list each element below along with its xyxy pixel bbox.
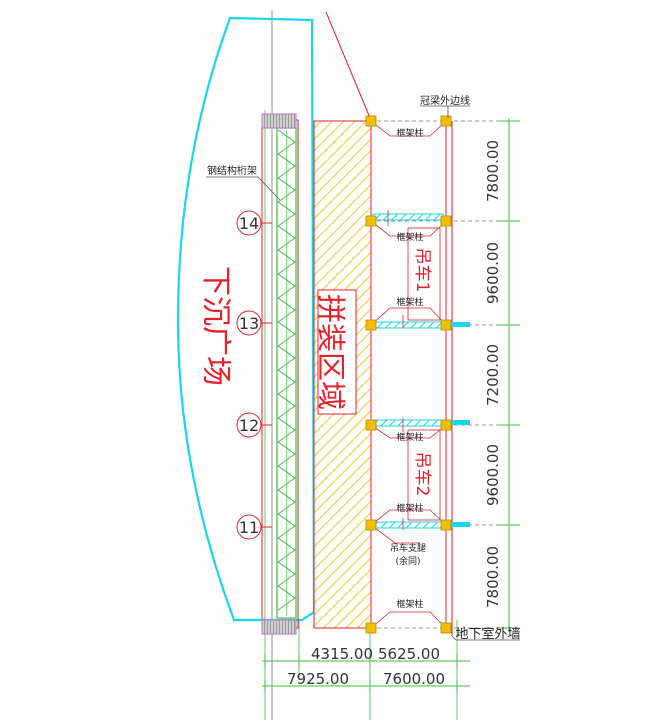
dim-5625: 5625.00 bbox=[378, 645, 440, 663]
frame-column-label-3: 框架柱 bbox=[396, 296, 423, 308]
dim-7800-bottom: 7800.00 bbox=[484, 546, 502, 608]
frame-column-2-2 bbox=[440, 215, 452, 227]
frame-column-2-1 bbox=[365, 215, 377, 227]
crown-beam-edge-label: 冠梁外边线 bbox=[420, 94, 470, 107]
frame-column-label-6: 框架柱 bbox=[396, 598, 423, 610]
crane-1-outline bbox=[407, 227, 441, 321]
axis-label-13: 13 bbox=[239, 314, 259, 333]
axis-label-11: 11 bbox=[239, 518, 259, 537]
dim-4315: 4315.00 bbox=[311, 645, 373, 663]
frame-column-1-1 bbox=[365, 115, 377, 127]
frame-column-6-2 bbox=[440, 622, 452, 634]
axis-label-12: 12 bbox=[239, 416, 259, 435]
dim-9600-top: 9600.00 bbox=[484, 242, 502, 304]
crane-2-label: 吊车2 bbox=[412, 452, 432, 497]
dim-7925: 7925.00 bbox=[287, 670, 349, 688]
horizontal-dimension-texts: 4315.00 5625.00 7925.00 7600.00 bbox=[287, 645, 445, 688]
frame-column-3-1 bbox=[365, 319, 377, 331]
truss-support-bottom bbox=[261, 619, 297, 635]
horizontal-dimension-chain bbox=[262, 654, 470, 693]
steel-truss-leader bbox=[206, 176, 281, 201]
frame-column-label-1: 框架柱 bbox=[396, 127, 423, 139]
crane-2-outline bbox=[407, 429, 441, 521]
truss-web bbox=[277, 129, 296, 616]
crane-beams bbox=[372, 213, 470, 529]
crane-outrigger-label: 吊车支腿 bbox=[390, 542, 426, 554]
sunken-plaza-outline bbox=[176, 16, 316, 622]
frame-column-label-5: 框架柱 bbox=[396, 502, 423, 514]
dim-7200: 7200.00 bbox=[484, 344, 502, 406]
frame-column-1-2 bbox=[440, 115, 452, 127]
sunken-plaza-label: 下沉广场 bbox=[198, 266, 233, 386]
frame-column-6-1 bbox=[365, 622, 377, 634]
frame-column-4-1 bbox=[365, 419, 377, 431]
frame-column-5-2 bbox=[440, 519, 452, 531]
dim-9600-bottom: 9600.00 bbox=[484, 444, 502, 506]
assembly-area-label: 拼装区域 bbox=[314, 294, 348, 410]
basement-wall-label: 地下室外墙 bbox=[455, 626, 520, 642]
dim-7800-top: 7800.00 bbox=[484, 140, 502, 202]
callout-leaders bbox=[370, 120, 447, 629]
frame-column-4-2 bbox=[440, 419, 452, 431]
vertical-dimension-texts: 7800.00 9600.00 7200.00 9600.00 7800.00 bbox=[484, 140, 502, 608]
frame-columns bbox=[365, 115, 452, 634]
truss-zigzag bbox=[277, 129, 296, 611]
basement-wall-leader bbox=[451, 635, 520, 641]
frame-column-3-2 bbox=[440, 319, 452, 331]
assembly-area-label-box bbox=[317, 289, 357, 415]
dim-7600: 7600.00 bbox=[383, 670, 445, 688]
axis-label-14: 14 bbox=[239, 214, 259, 233]
frame-column-label-4: 框架柱 bbox=[396, 431, 423, 443]
axis-bubbles: 14 13 12 11 bbox=[236, 210, 272, 540]
crane-outrigger-note: (余同) bbox=[395, 555, 420, 567]
leader-line bbox=[325, 11, 371, 119]
crane-1-label: 吊车1 bbox=[412, 248, 432, 293]
truss-support-top bbox=[261, 113, 297, 129]
vertical-dimension-chain bbox=[498, 118, 520, 632]
frame-column-5-1 bbox=[365, 519, 377, 531]
steel-truss-label: 钢结构桁架 bbox=[207, 164, 257, 177]
frame-column-label-2: 框架柱 bbox=[396, 231, 423, 243]
